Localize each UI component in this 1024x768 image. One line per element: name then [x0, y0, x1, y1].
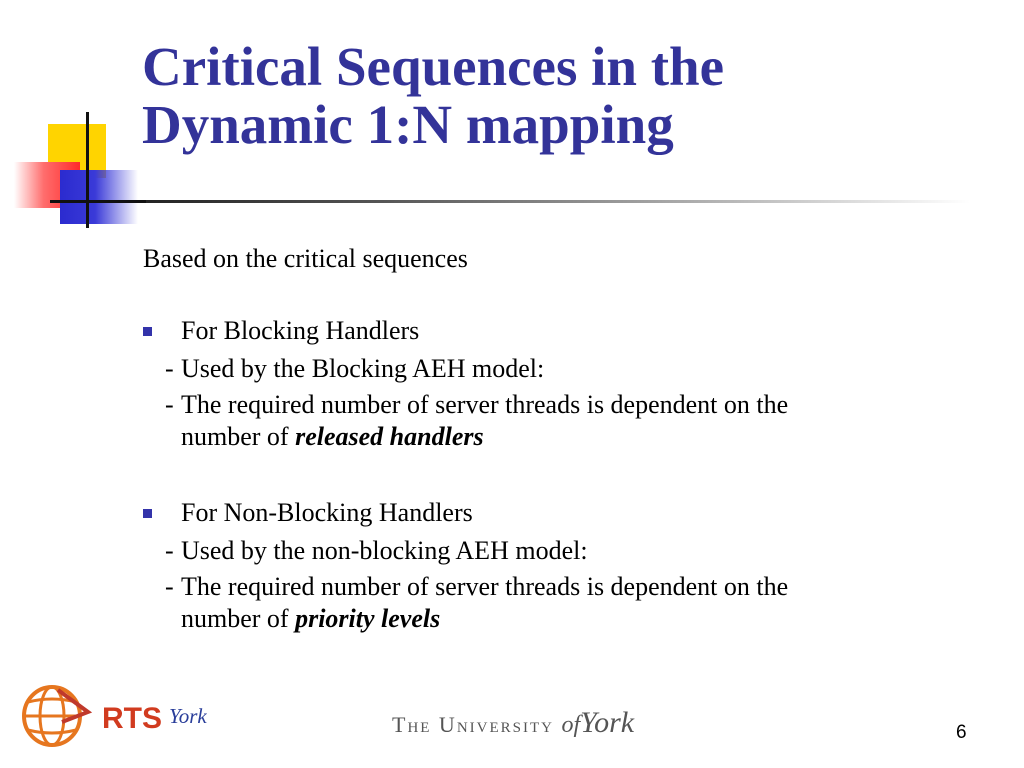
- sub-point-text: The required number of server threads is…: [181, 572, 789, 601]
- university-prefix: The University: [392, 712, 554, 737]
- bullet-item: For Non-Blocking Handlers: [143, 497, 963, 529]
- continuation-text: number of: [181, 604, 296, 633]
- square-bullet-icon: [143, 509, 152, 518]
- page-number: 6: [956, 722, 967, 743]
- university-logo: The University ofYork: [392, 706, 634, 740]
- sub-point-continuation: number of released handlers: [165, 421, 963, 453]
- sub-point: - The required number of server threads …: [143, 389, 963, 453]
- vertical-rule: [86, 112, 89, 228]
- sub-point: - Used by the Blocking AEH model:: [143, 353, 963, 385]
- sub-point-text: Used by the non-blocking AEH model:: [181, 536, 588, 565]
- rts-logo-suffix: York: [169, 704, 207, 728]
- continuation-text: number of: [181, 422, 296, 451]
- blue-square: [60, 170, 138, 224]
- section-non-blocking: For Non-Blocking Handlers - Used by the …: [143, 497, 963, 635]
- university-name: York: [580, 706, 635, 739]
- slide-body: Based on the critical sequences For Bloc…: [143, 243, 963, 635]
- orange-globe-icon: [22, 685, 93, 747]
- sub-point-continuation: number of priority levels: [165, 603, 963, 635]
- dash-marker: -: [165, 390, 174, 419]
- sub-point-text: The required number of server threads is…: [181, 390, 789, 419]
- dash-marker: -: [165, 354, 174, 383]
- emphasis-text: priority levels: [295, 604, 441, 633]
- title-underline: [60, 200, 970, 203]
- title-underline-accent: [50, 200, 146, 203]
- dash-marker: -: [165, 572, 174, 601]
- sub-point-text: Used by the Blocking AEH model:: [181, 354, 545, 383]
- bullet-item: For Blocking Handlers: [143, 315, 963, 347]
- section-heading: For Non-Blocking Handlers: [181, 498, 473, 527]
- square-bullet-icon: [143, 327, 152, 336]
- university-of: of: [561, 712, 581, 738]
- intro-text: Based on the critical sequences: [143, 244, 468, 273]
- rts-logo-text: RTS: [102, 702, 162, 735]
- slide-decoration: [0, 0, 160, 240]
- section-heading: For Blocking Handlers: [181, 316, 420, 345]
- dash-marker: -: [165, 536, 174, 565]
- sub-point: - The required number of server threads …: [143, 571, 963, 635]
- rts-york-logo: RTS York: [18, 682, 208, 752]
- slide-title-line2: Dynamic 1:N mapping: [142, 94, 674, 155]
- emphasis-text: released handlers: [295, 422, 484, 451]
- section-blocking: For Blocking Handlers - Used by the Bloc…: [143, 315, 963, 453]
- sub-point: - Used by the non-blocking AEH model:: [143, 535, 963, 567]
- slide-title: Critical Sequences in the Dynamic 1:N ma…: [142, 38, 962, 154]
- slide-title-line1: Critical Sequences in the: [142, 36, 725, 97]
